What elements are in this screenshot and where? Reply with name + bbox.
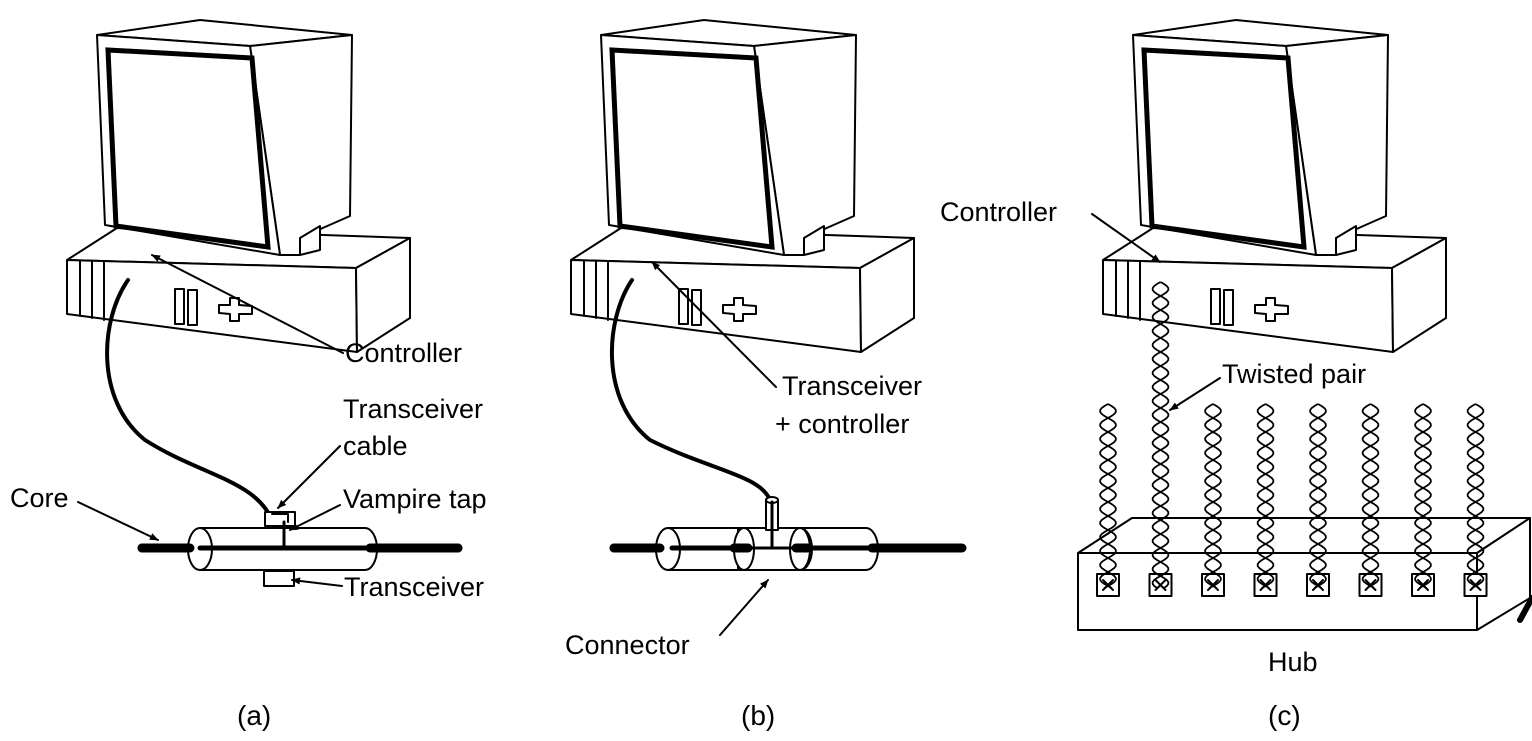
label-core: Core [10,483,69,513]
panel-c: Controller Twisted pair Hub (c) [940,20,1532,731]
cable-b [610,278,772,502]
port-x-mark [1154,579,1167,591]
twisted-pair-wire [1309,403,1327,589]
caption-b: (b) [741,700,775,731]
twisted-pair-wire [1256,403,1275,589]
twisted-pair-wire [1414,403,1432,589]
twisted-pair-wire [1466,403,1485,589]
caption-a: (a) [237,700,271,731]
hub-top [1077,517,1531,554]
transceiver-box [263,570,295,587]
caption-c: (c) [1268,700,1301,731]
label-transceiver: Transceiver [344,572,484,602]
panel-b: Transceiver + controller Connector (b) [565,20,967,731]
twisted-pair-wire [1361,403,1380,589]
twisted-pair-wire [1414,403,1432,589]
label-connector: Connector [565,630,690,660]
twisted-pair-wire [1204,403,1222,589]
label-hub: Hub [1268,647,1318,677]
twisted-pair-wire [1204,403,1222,589]
label-twisted-pair: Twisted pair [1222,359,1366,389]
transceiver-cable-a [105,278,274,522]
twisted-pair-wire [1309,403,1327,589]
label-transceiver-controller-line2: + controller [775,409,909,439]
twisted-pair-wire [1099,403,1117,589]
label-controller-c: Controller [940,197,1057,227]
label-controller-a: Controller [345,338,462,368]
twisted-pair-wire [1466,403,1485,589]
computer-c [1103,20,1446,352]
label-transceiver-cable-line2: cable [343,431,408,461]
label-vampire-tap: Vampire tap [343,484,487,514]
panel-a: Controller Transceiver cable Core Vampir… [10,20,487,731]
twisted-pair-wire [1361,403,1380,589]
twisted-pair-wire [1151,281,1170,589]
twisted-pair-wire [1256,403,1275,589]
twisted-pair-wire [1151,281,1170,589]
label-transceiver-controller-line1: Transceiver [782,371,922,401]
label-transceiver-cable-line1: Transceiver [343,394,483,424]
twisted-pairs [1099,281,1485,589]
twisted-pair-wire [1099,403,1117,589]
